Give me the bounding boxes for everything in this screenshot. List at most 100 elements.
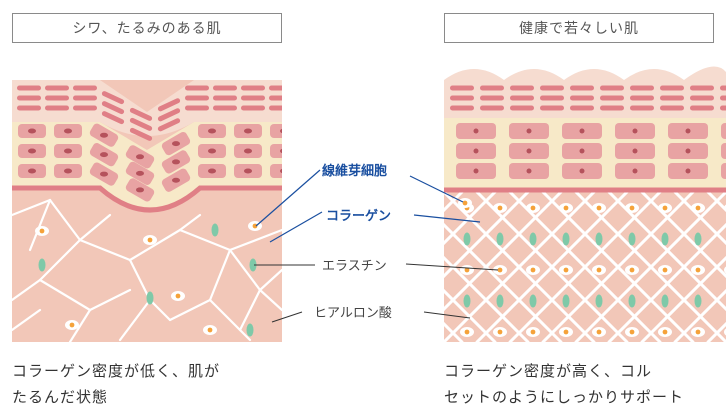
elastin-fiber (529, 294, 537, 308)
collagen-fiber (48, 198, 82, 242)
cell-nucleus (100, 132, 108, 138)
cell (721, 163, 726, 179)
elastin-fiber (529, 232, 537, 246)
collagen-fiber (208, 248, 232, 302)
left-caption-line2: たるんだ状態 (12, 388, 109, 406)
epidermis-stripe (185, 95, 209, 101)
epidermis-stripe (510, 105, 534, 111)
fibroblast-nucleus (530, 205, 536, 211)
collagen-fiber (118, 298, 152, 342)
fibroblast-nucleus (69, 322, 75, 328)
elastin-fiber (496, 232, 504, 246)
label-elastin: エラスチン (322, 259, 387, 274)
elastin-fiber (463, 232, 471, 246)
elastin-fiber (694, 232, 702, 246)
label-collagen: コラーゲン (326, 209, 392, 224)
cell-nucleus (136, 170, 144, 176)
collagen-fiber (28, 198, 52, 252)
left-basement-membrane (12, 185, 282, 213)
right-panel-title: 健康で若々しい肌 (444, 13, 714, 43)
collagen-fiber (38, 278, 92, 312)
cell (270, 144, 282, 158)
epidermis-stripe (269, 85, 282, 91)
cell-nucleus (473, 128, 479, 134)
collagen-leader-left (269, 211, 323, 243)
collagen-fiber (238, 288, 262, 332)
fibroblast-nucleus (530, 329, 536, 335)
fibroblast-nucleus (629, 205, 635, 211)
epidermis-stripe (269, 95, 282, 101)
epidermis-stripe (720, 95, 726, 101)
epidermis-stripe (510, 95, 534, 101)
collagen-leader-right (413, 214, 481, 223)
right-fibroblasts (458, 198, 726, 337)
epidermis-stripe (45, 85, 69, 91)
epidermis-stripe (570, 95, 594, 101)
left-panel-title-text: シワ、たるみのある肌 (72, 21, 222, 37)
epidermis-stripe (45, 95, 69, 101)
cell-nucleus (136, 154, 144, 160)
epidermis-stripe (157, 108, 181, 122)
elastin-fiber (496, 294, 504, 308)
epidermis-stripe (101, 101, 125, 115)
right-caption: コラーゲン密度が高く、コル セットのようにしっかりサポート (444, 358, 726, 410)
fibroblast-nucleus (596, 205, 602, 211)
fibroblast-leader-left (255, 169, 321, 227)
epidermis-stripe (600, 105, 624, 111)
left-cells (18, 123, 282, 202)
epidermis-stripe (17, 105, 41, 111)
epidermis-stripe (129, 107, 153, 121)
epidermis-stripe (690, 85, 714, 91)
hyaluronic-leader-left (271, 311, 303, 323)
elastin-fiber (38, 258, 46, 272)
collagen-fiber (78, 213, 112, 242)
cell-nucleus (28, 148, 36, 154)
fibroblast-nucleus (530, 267, 536, 273)
collagen-fiber (128, 228, 182, 262)
epidermis-stripe (73, 105, 97, 111)
elastin-fiber (463, 294, 471, 308)
cell-nucleus (526, 148, 532, 154)
elastin-fiber (661, 232, 669, 246)
epidermis-stripe (570, 105, 594, 111)
epidermis-stripe (450, 95, 474, 101)
epidermis-stripe (540, 85, 564, 91)
cell (270, 164, 282, 178)
epidermis-stripe (690, 105, 714, 111)
collagen-fiber (12, 308, 42, 332)
cell (721, 143, 726, 159)
left-fibroblasts (35, 221, 262, 335)
cell (270, 124, 282, 138)
epidermis-stripe (241, 105, 265, 111)
right-elastin-fibers (463, 232, 702, 308)
epidermis-stripe (185, 85, 209, 91)
cell-nucleus (632, 128, 638, 134)
collagen-fiber (68, 308, 92, 342)
collagen-fiber (178, 213, 202, 232)
cell-nucleus (685, 148, 691, 154)
cell-nucleus (64, 168, 72, 174)
fibroblast-nucleus (563, 329, 569, 335)
cell-nucleus (579, 148, 585, 154)
cell-nucleus (244, 148, 252, 154)
elastin-fiber (628, 294, 636, 308)
collagen-fiber (148, 298, 172, 322)
elastin-fiber (246, 323, 254, 337)
collagen-fiber (228, 228, 282, 252)
epidermis-stripe (45, 105, 69, 111)
epidermis-stripe (570, 85, 594, 91)
fibroblast-nucleus (464, 267, 470, 273)
cell-nucleus (208, 148, 216, 154)
cell-nucleus (579, 168, 585, 174)
epidermis-stripe (269, 105, 282, 111)
fibroblast-nucleus (629, 267, 635, 273)
epidermis-stripe (73, 95, 97, 101)
cell-nucleus (473, 148, 479, 154)
collagen-fiber (178, 228, 232, 252)
fibroblast-nucleus (629, 329, 635, 335)
cell-nucleus (28, 168, 36, 174)
elastin-fiber (694, 294, 702, 308)
blue-leader-lines (255, 169, 481, 243)
cell-nucleus (208, 128, 216, 134)
epidermis-stripe (17, 95, 41, 101)
